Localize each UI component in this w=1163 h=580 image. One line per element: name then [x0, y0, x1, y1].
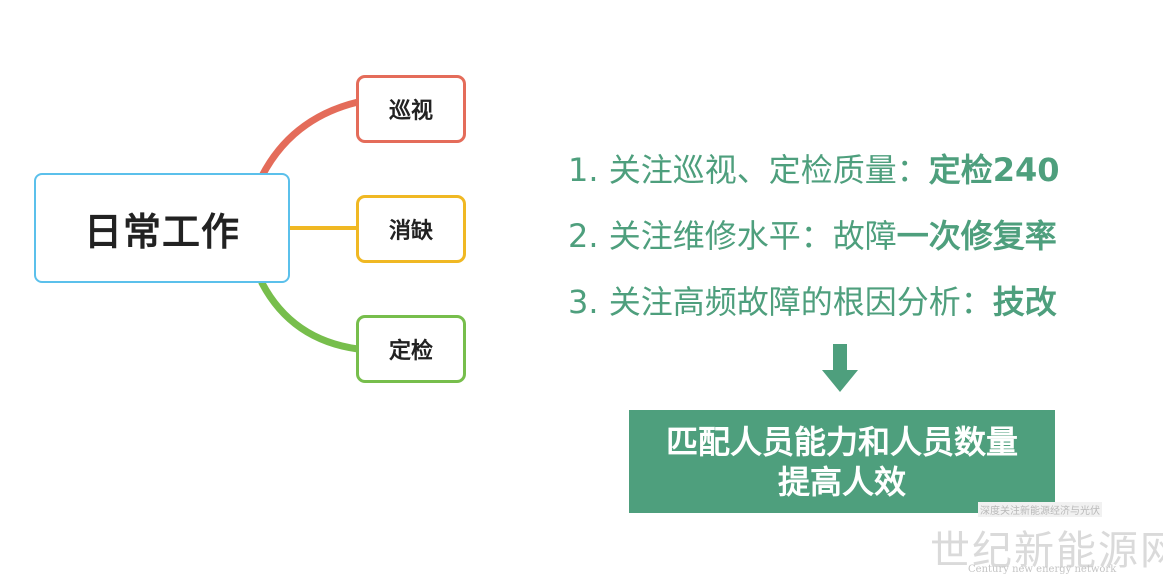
- result-line-2: 提高人效: [777, 462, 906, 501]
- branch-node-xunshi: 巡视: [356, 75, 466, 143]
- focus-point-emphasis: 技改: [992, 283, 1057, 321]
- result-box: 匹配人员能力和人员数量 提高人效: [629, 410, 1055, 513]
- branch-node-xiaoque: 消缺: [356, 195, 466, 263]
- root-node-daily-work: 日常工作: [34, 173, 290, 283]
- focus-point-text: 1. 关注巡视、定检质量：: [568, 151, 929, 189]
- branch-label: 巡视: [388, 99, 433, 124]
- branch-node-dingjian: 定检: [356, 315, 466, 383]
- focus-point-emphasis: 一次修复率: [896, 217, 1057, 255]
- watermark-tagline: 深度关注新能源经济与光伏: [978, 502, 1102, 517]
- connector-dingjian: [258, 279, 362, 353]
- connector-xunshi: [258, 98, 362, 180]
- focus-point-3: 3. 关注高频故障的根因分析：技改: [568, 272, 1060, 338]
- focus-point-1: 1. 关注巡视、定检质量：定检240: [568, 140, 1060, 206]
- down-arrow-icon: [822, 344, 858, 392]
- result-line-1: 匹配人员能力和人员数量: [665, 422, 1018, 461]
- focus-points-list: 1. 关注巡视、定检质量：定检240 2. 关注维修水平：故障一次修复率 3. …: [568, 140, 1060, 338]
- root-label: 日常工作: [83, 209, 240, 254]
- watermark-logo: 世纪新能源网: [930, 528, 1163, 574]
- focus-point-text: 2. 关注维修水平：故障: [568, 217, 897, 255]
- focus-point-text: 3. 关注高频故障的根因分析：: [568, 283, 993, 321]
- watermark-english: Century new energy network: [968, 564, 1117, 575]
- branch-label: 定检: [388, 339, 433, 364]
- focus-point-emphasis: 定检240: [928, 151, 1060, 189]
- focus-point-2: 2. 关注维修水平：故障一次修复率: [568, 206, 1060, 272]
- branch-label: 消缺: [388, 219, 433, 244]
